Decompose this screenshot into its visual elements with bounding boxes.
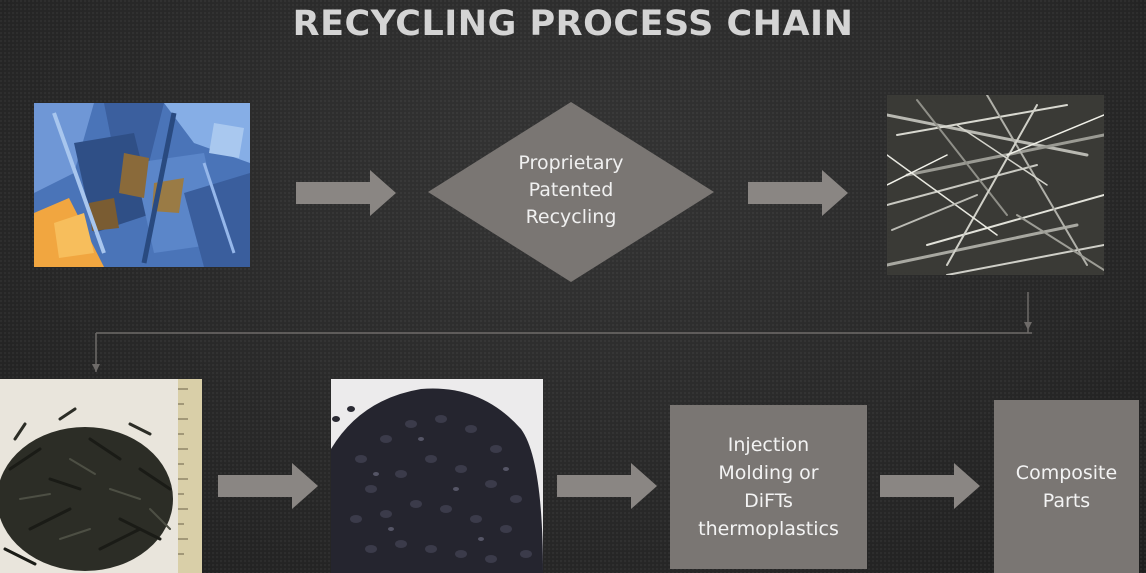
flow-arrow-3 (218, 463, 318, 509)
chopped-fibers-with-ruler-photo (0, 379, 202, 573)
recycling-diamond: Proprietary Patented Recycling (428, 102, 714, 282)
diamond-label: Proprietary Patented Recycling (518, 152, 624, 228)
flow-arrow-4 (557, 463, 657, 509)
flow-arrow-5 (880, 463, 980, 509)
composite-parts-box: Composite Parts (994, 400, 1139, 573)
diagram-title: RECYCLING PROCESS CHAIN (292, 4, 854, 44)
recycled-fiber-strands-photo (887, 95, 1104, 275)
scrap-plastic-film-photo (34, 103, 250, 267)
flow-arrow-1 (296, 170, 396, 216)
injection-molding-box: Injection Molding or DiFTs thermoplastic… (670, 405, 867, 569)
black-pellets-photo (331, 379, 543, 573)
flow-arrow-2 (748, 170, 848, 216)
